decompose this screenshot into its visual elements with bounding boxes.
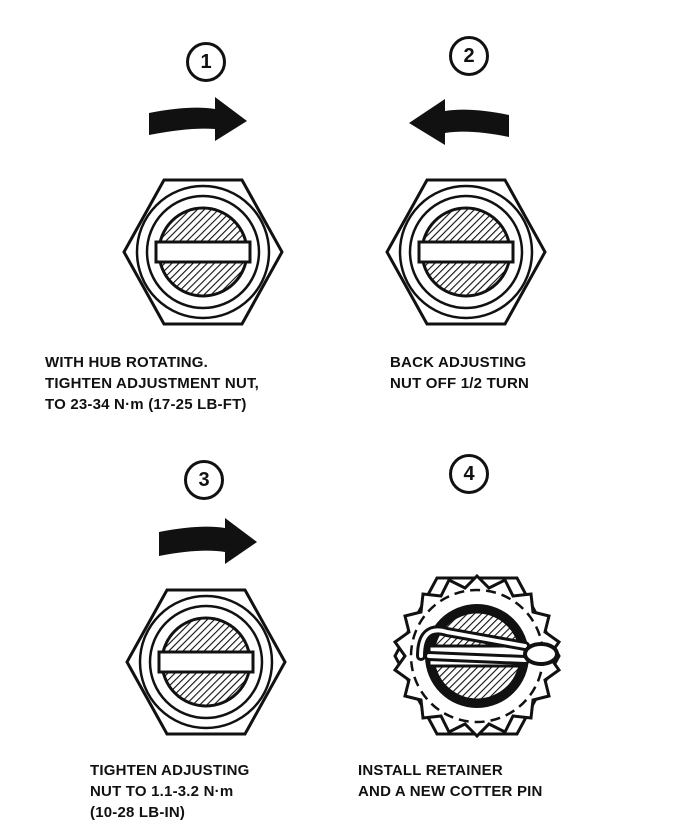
step-number-badge: 1	[186, 42, 226, 82]
step-caption: BACK ADJUSTING NUT OFF 1/2 TURN	[390, 354, 530, 392]
step-number-badge: 3	[184, 460, 224, 500]
hex-nut-icon	[125, 588, 287, 736]
hex-nut-icon	[122, 178, 284, 326]
step-caption: TIGHTEN ADJUSTING NUT TO 1.1-3.2 N·m (10…	[90, 762, 250, 821]
step-number-badge: 4	[449, 454, 489, 494]
step-number-badge: 2	[449, 36, 489, 76]
hex-nut-icon	[385, 178, 547, 326]
arrow-right-icon	[159, 518, 257, 564]
step-caption: INSTALL RETAINER AND A NEW COTTER PIN	[358, 762, 543, 800]
arrow-left-icon	[409, 99, 509, 145]
nut-retainer-cotter-pin-icon	[392, 573, 562, 739]
arrow-right-icon	[149, 97, 247, 141]
step-caption: WITH HUB ROTATING. TIGHTEN ADJUSTMENT NU…	[45, 354, 260, 413]
